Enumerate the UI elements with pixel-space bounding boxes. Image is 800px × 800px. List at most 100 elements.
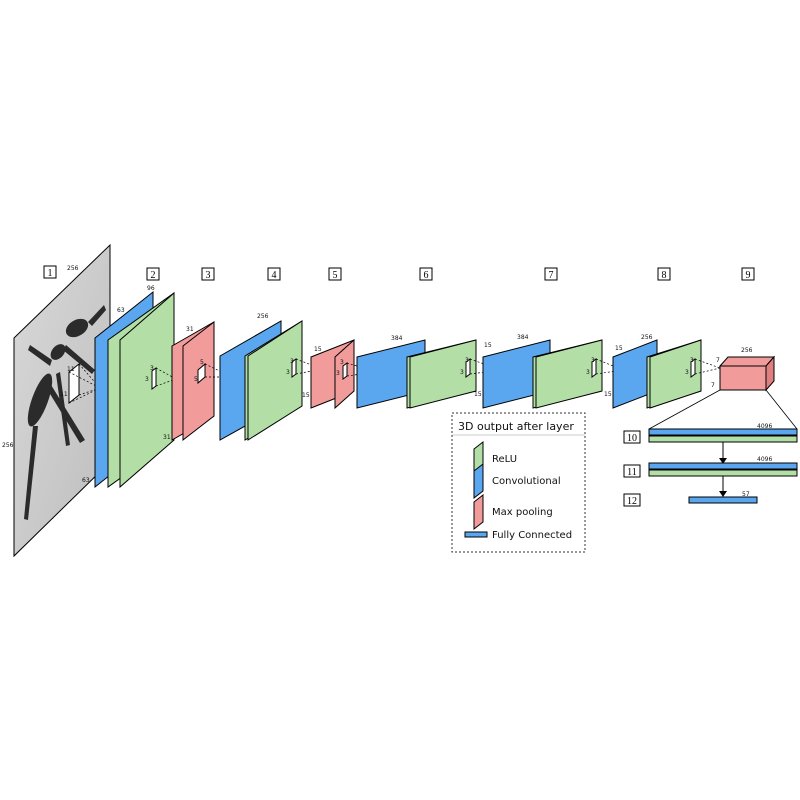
legend-item-pool: Max pooling: [473, 493, 553, 531]
layer-number-4: 4: [267, 267, 281, 281]
layer-2-size-label-1: 63: [117, 307, 125, 314]
layer-number-6-text: 6: [424, 270, 429, 281]
layer-3-kernel-label-2: 5: [194, 376, 198, 383]
legend-pool-swatch: [473, 493, 484, 531]
layer-number-8: 8: [657, 267, 671, 281]
layer-number-10-text: 10: [627, 433, 637, 444]
fc-arrowhead-11-12: [719, 491, 727, 497]
layer-number-7: 7: [544, 267, 558, 281]
layer-number-1-text: 1: [48, 268, 53, 279]
layer-5-kernel-label-1: 3: [340, 359, 344, 366]
layer-9-depth-label: 256: [741, 347, 753, 354]
ant-silhouette: [24, 305, 106, 520]
layer-7-relu-front: [535, 339, 603, 409]
layer-2-size-label-2: 63: [82, 477, 90, 484]
legend-item-conv: Convolutional: [473, 462, 561, 500]
fc-layer-12: 57: [688, 491, 758, 504]
layer-6-kernel-label-2: 3: [460, 369, 464, 376]
layer-4-receptive-lines: [295, 358, 323, 375]
layer-6-depth-label: 384: [391, 335, 403, 342]
layer-number-10: 10: [623, 430, 641, 444]
layer-number-9: 9: [741, 267, 755, 281]
layer-number-3: 3: [201, 267, 215, 281]
legend: 3D output after layer ReLU Convolutional…: [451, 412, 586, 553]
layer-2-kernel-label-1: 3: [150, 365, 154, 372]
layer-2-depth-label: 96: [147, 285, 155, 292]
layer-7-kernel-label-1: 3: [591, 357, 595, 364]
layer-9-pool-front: [719, 365, 767, 391]
layer-6-kernel-label-1: 3: [465, 357, 469, 364]
legend-item-fc: Fully Connected: [464, 530, 572, 541]
legend-relu-label: ReLU: [492, 454, 517, 465]
layer-number-1: 1: [43, 265, 57, 279]
layer-7-depth-label: 384: [517, 334, 529, 341]
layer-8-kernel-label-2: 3: [685, 369, 689, 376]
layer-8-relu-front: [649, 339, 702, 409]
layer-6-block: 384 3 3: [356, 335, 502, 409]
legend-fc-label: Fully Connected: [492, 530, 572, 541]
layer-2-kernel-label-2: 3: [145, 376, 149, 383]
fc-arrowhead-10-11: [719, 458, 727, 464]
layer-2-block: 96 63 63 3 3: [82, 285, 177, 489]
input-image-layer: 256 256 11 11: [2, 243, 111, 558]
layer-4-kernel-label-2: 3: [286, 369, 290, 376]
layer-5-kernel-label-2: 3: [336, 370, 340, 377]
layer-8-kernel-label-1: 3: [690, 357, 694, 364]
fc-12-size-label: 57: [742, 491, 750, 498]
layer-5-size-label-1: 15: [314, 346, 322, 353]
layer-number-2-text: 2: [151, 270, 156, 281]
layer-8-receptive-lines: [694, 358, 721, 375]
fc-layers: 4096 4096 57: [648, 423, 798, 504]
layer-7-kernel-label-2: 3: [586, 369, 590, 376]
layer-5-size-label-2: 15: [302, 392, 310, 399]
layer-7-block: 384 15 15 3 3: [474, 334, 624, 409]
layer-8-depth-label: 256: [641, 334, 653, 341]
legend-conv-swatch: [473, 462, 484, 500]
layer-number-12: 12: [623, 493, 641, 507]
layer-8-size-label-1: 15: [615, 345, 623, 352]
layer-4-depth-label: 256: [257, 313, 269, 320]
layer-9-pool-top: [718, 356, 776, 367]
layer-5-block: 15 15 3 3: [302, 338, 377, 410]
layer-number-11: 11: [623, 464, 641, 478]
fc-layer-11: 4096: [648, 456, 798, 477]
layer-3-size-label-2: 31: [163, 434, 171, 441]
layer-7-size-label-2: 15: [474, 391, 482, 398]
layer-9-block: 256 7 7: [648, 347, 798, 430]
layer-3-block: 31 31 5 5: [163, 320, 233, 442]
legend-fc-swatch: [464, 531, 488, 538]
layer-4-block: 256 3 3: [219, 313, 323, 441]
layer-number-labels: 1 2 3 4 5 6 7 8 9 10 11 12: [43, 265, 755, 507]
fc-10-size-label: 4096: [757, 423, 772, 430]
layer-number-7-text: 7: [549, 270, 554, 281]
layer-8-size-label-2: 15: [604, 391, 612, 398]
layer-number-5: 5: [328, 267, 342, 281]
layer-9-to-fc-lines: [648, 389, 798, 430]
layer-6-relu-front: [409, 339, 477, 409]
input-kernel-label-2: 11: [60, 391, 68, 398]
layer-number-3-text: 3: [206, 270, 211, 281]
legend-conv-label: Convolutional: [492, 476, 561, 487]
layer-number-9-text: 9: [746, 270, 751, 281]
layer-4-relu-front: [247, 320, 303, 441]
layer-9-pool-side: [765, 355, 775, 392]
layer-3-kernel-label-1: 5: [200, 359, 204, 366]
fc-layer-10: 4096: [648, 423, 798, 443]
layer-number-2: 2: [146, 267, 160, 281]
layer-number-12-text: 12: [627, 496, 637, 507]
fc-11-size-label: 4096: [757, 456, 772, 463]
input-height-label: 256: [2, 442, 14, 449]
layer-4-kernel-label-1: 3: [290, 358, 294, 365]
layer-number-4-text: 4: [272, 270, 277, 281]
layer-number-5-text: 5: [333, 270, 338, 281]
layer-7-size-label-1: 15: [484, 342, 492, 349]
layer-3-size-label-1: 31: [186, 326, 194, 333]
legend-title: 3D output after layer: [458, 420, 574, 433]
layer-9-size-label-2: 7: [711, 382, 715, 389]
layer-number-11-text: 11: [627, 467, 637, 478]
input-width-label: 256: [67, 265, 79, 272]
layer-8-block: 256 15 15 3 3: [604, 334, 721, 409]
legend-pool-label: Max pooling: [492, 507, 553, 518]
layer-number-6: 6: [419, 267, 433, 281]
